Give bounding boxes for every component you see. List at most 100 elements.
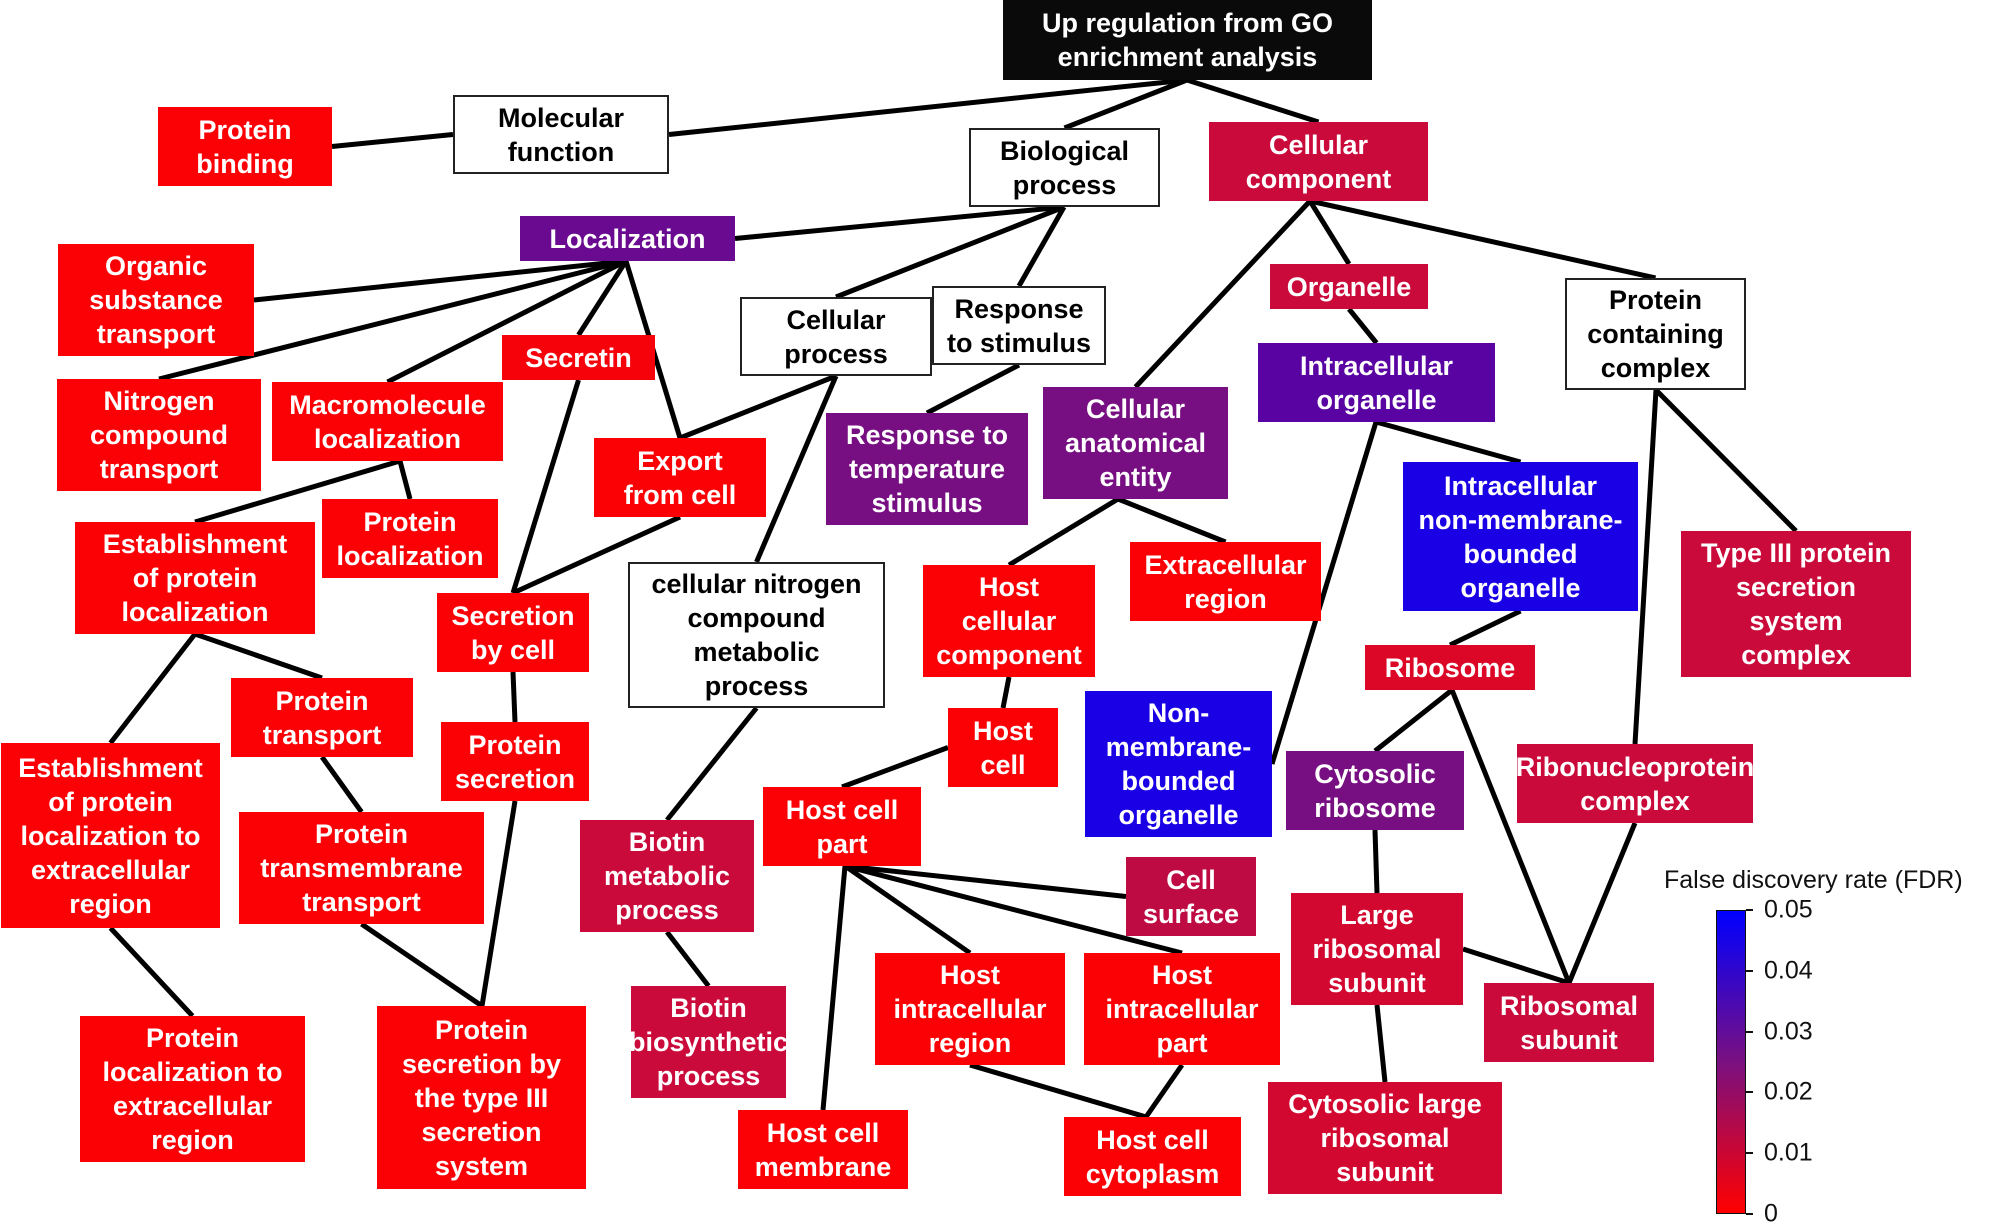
edge-cellular_anatomical_entity-to-extracellular_region	[1117, 496, 1227, 545]
go-term-biotin-biosynthetic-process: Biotin biosynthetic process	[629, 986, 788, 1098]
edge-protein_transmembrane_transport-to-protein_secretion_by_the_type_iii_secretion_system	[360, 921, 484, 1009]
go-term-protein-containing-complex: Protein containing complex	[1565, 278, 1746, 390]
go-term-ribonucleoprotein-complex: Ribonucleoprotein complex	[1516, 744, 1754, 823]
legend-tick-mark	[1746, 1030, 1753, 1033]
edge-biotin_metabolic_process-to-biotin_biosynthetic_process	[665, 930, 711, 988]
legend-tick-label: 0.03	[1764, 1017, 1813, 1046]
edge-protein_transport-to-protein_transmembrane_transport	[319, 755, 364, 814]
go-term-cell-surface: Cell surface	[1126, 857, 1256, 936]
go-term-biological-process: Biological process	[969, 128, 1160, 207]
edge-cellular_process-to-export_from_cell	[679, 373, 837, 441]
go-term-establishment-of-protein-localization: Establishment of protein localization	[75, 522, 315, 634]
go-term-organelle: Organelle	[1270, 264, 1428, 309]
edge-export_from_cell-to-secretion_by_cell	[511, 514, 682, 596]
go-term-cellular-process: Cellular process	[740, 297, 932, 376]
go-term-intracellular-non-membrane-bounded-organelle: Intracellular non-membrane- bounded orga…	[1403, 462, 1638, 611]
edge-large_ribosomal_subunit-to-ribosomal_subunit	[1462, 946, 1570, 986]
go-term-host-cell-cytoplasm: Host cell cytoplasm	[1064, 1117, 1241, 1196]
edge-localization-to-nitrogen_compound_transport	[158, 258, 627, 382]
legend-tick-label: 0.04	[1764, 956, 1813, 985]
legend-tick-label: 0	[1764, 1199, 1778, 1228]
go-term-molecular-function: Molecular function	[453, 95, 669, 174]
legend-tick-mark	[1746, 1091, 1753, 1094]
edge-secretion_by_cell-to-protein_secretion	[510, 671, 518, 723]
go-term-localization: Localization	[520, 216, 735, 261]
edge-host_cell_part-to-cell_surface	[844, 863, 1127, 899]
edge-cellular_nitrogen_compound_metabolic_process-to-biotin_metabolic_process	[665, 706, 759, 822]
edge-response_to_stimulus-to-response_to_temperature_stimulus	[925, 362, 1021, 416]
edge-establishment_of_protein_localization_to_extracellular_region-to-protein_localization_to_extracellular_region	[108, 926, 195, 1018]
edge-molecular_function-to-protein_binding	[331, 132, 454, 149]
edge-localization-to-macromolecule_localization	[386, 258, 628, 385]
go-term-host-cell-part: Host cell part	[763, 787, 921, 866]
go-term-protein-localization-to-extracellular-region: Protein localization to extracellular re…	[80, 1016, 305, 1162]
edge-host_cell_part-to-host_cell_membrane	[820, 865, 848, 1111]
edge-macromolecule_localization-to-protein_localization	[397, 460, 413, 500]
edge-organelle-to-intracellular_organelle	[1347, 307, 1379, 345]
edge-biological_process-to-localization	[734, 204, 1065, 241]
edge-root-to-molecular_function	[668, 77, 1188, 137]
go-term-nitrogen-compound-transport: Nitrogen compound transport	[57, 379, 261, 491]
edge-biological_process-to-cellular_process	[835, 204, 1065, 300]
edge-establishment_of_protein_localization-to-protein_transport	[194, 631, 323, 681]
go-term-organic-substance-transport: Organic substance transport	[58, 244, 254, 356]
edge-large_ribosomal_subunit-to-cytosolic_large_ribosomal_subunit	[1374, 1004, 1388, 1083]
go-term-extracellular-region: Extracellular region	[1130, 542, 1321, 621]
go-term-secretion-by-cell: Secretion by cell	[437, 593, 589, 672]
go-term-response-to-stimulus: Response to stimulus	[932, 286, 1106, 365]
go-term-protein-binding: Protein binding	[158, 107, 332, 186]
go-term-response-to-temperature-stimulus: Response to temperature stimulus	[826, 413, 1028, 525]
legend-tick-label: 0.02	[1764, 1077, 1813, 1106]
go-term-protein-transport: Protein transport	[231, 678, 413, 757]
go-term-host-intracellular-region: Host intracellular region	[875, 953, 1065, 1065]
go-term-root: Up regulation from GO enrichment analysi…	[1003, 0, 1372, 80]
edge-host_intracellular_part-to-host_cell_cytoplasm	[1143, 1063, 1185, 1119]
go-term-cytosolic-large-ribosomal-subunit: Cytosolic large ribosomal subunit	[1268, 1082, 1502, 1194]
edge-root-to-biological_process	[1063, 77, 1188, 131]
legend-tick-label: 0.01	[1764, 1138, 1813, 1167]
go-term-host-cellular-component: Host cellular component	[923, 565, 1095, 677]
go-term-macromolecule-localization: Macromolecule localization	[272, 382, 503, 461]
go-term-non-membrane-bounded-organelle: Non- membrane- bounded organelle	[1085, 691, 1272, 837]
legend-tick-mark	[1746, 969, 1753, 972]
go-term-ribosome: Ribosome	[1365, 645, 1535, 690]
legend-color-bar	[1716, 910, 1746, 1214]
go-term-biotin-metabolic-process: Biotin metabolic process	[580, 820, 754, 932]
edge-biological_process-to-response_to_stimulus	[1016, 205, 1067, 288]
go-term-host-intracellular-part: Host intracellular part	[1084, 953, 1280, 1065]
edge-establishment_of_protein_localization-to-establishment_of_protein_localization_to_extracellular_region	[108, 632, 197, 745]
edge-host_cellular_component-to-host_cell	[1000, 676, 1012, 709]
edge-ribosome-to-cytosolic_ribosome	[1373, 688, 1454, 753]
edge-intracellular_organelle-to-intracellular_non_membrane_bounded_organelle	[1375, 419, 1522, 465]
legend-tick-mark	[1746, 909, 1753, 911]
edge-cellular_component-to-cellular_anatomical_entity	[1133, 199, 1312, 389]
edge-ribosome-to-ribosomal_subunit	[1449, 689, 1572, 984]
legend-title: False discovery rate (FDR)	[1664, 866, 1963, 894]
go-term-secretin: Secretin	[502, 335, 655, 380]
go-term-cellular-nitrogen-compound-metabolic-process: cellular nitrogen compound metabolic pro…	[628, 562, 885, 708]
go-term-cellular-component: Cellular component	[1209, 122, 1428, 201]
go-term-protein-transmembrane-transport: Protein transmembrane transport	[239, 812, 484, 924]
edge-cytosolic_ribosome-to-large_ribosomal_subunit	[1372, 829, 1380, 894]
edge-secretin-to-secretion_by_cell	[510, 379, 581, 594]
legend-tick-mark	[1746, 1213, 1753, 1215]
go-term-cellular-anatomical-entity: Cellular anatomical entity	[1043, 387, 1228, 499]
edge-ribonucleoprotein_complex-to-ribosomal_subunit	[1566, 822, 1638, 984]
go-term-large-ribosomal-subunit: Large ribosomal subunit	[1291, 893, 1463, 1005]
edge-protein_secretion-to-protein_secretion_by_the_type_iii_secretion_system	[479, 800, 518, 1007]
edge-cellular_anatomical_entity-to-host_cellular_component	[1007, 496, 1120, 568]
edge-localization-to-secretin	[576, 259, 629, 337]
go-term-intracellular-organelle: Intracellular organelle	[1258, 343, 1495, 422]
go-term-ribosomal-subunit: Ribosomal subunit	[1484, 983, 1654, 1062]
edge-host_cell-to-host_cell_part	[841, 745, 949, 790]
edge-localization-to-organic_substance_transport	[253, 258, 627, 303]
edge-host_cell_part-to-host_intracellular_region	[843, 863, 972, 956]
go-term-protein-localization: Protein localization	[322, 499, 498, 578]
go-term-protein-secretion: Protein secretion	[441, 722, 589, 801]
go-term-establishment-of-protein-localization-to-extracellular-region: Establishment of protein localization to…	[1, 743, 220, 928]
legend-tick-mark	[1746, 1152, 1753, 1155]
edge-protein_containing_complex-to-type_iii_protein_secretion_system_complex	[1654, 388, 1798, 533]
edge-macromolecule_localization-to-establishment_of_protein_localization	[194, 458, 401, 525]
